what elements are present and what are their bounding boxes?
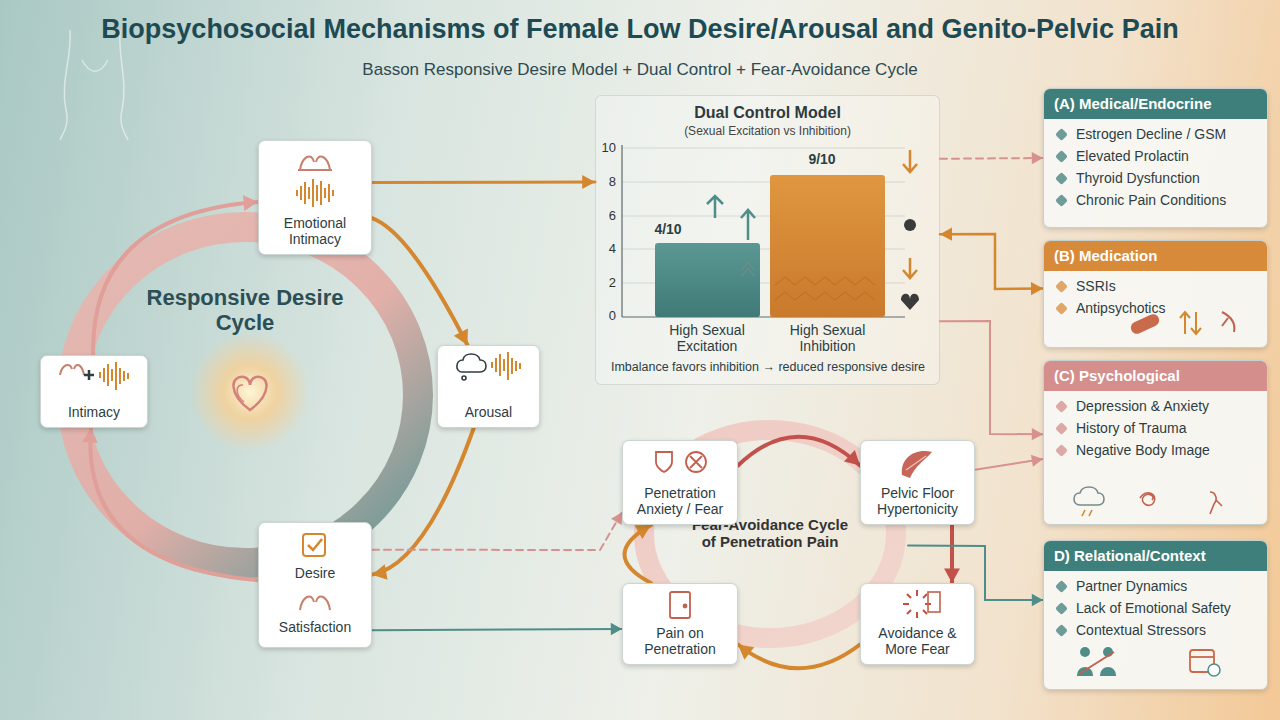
arrow-head [1032,594,1043,606]
axis-tick: 8 [592,175,616,190]
chart-title: Dual Control Model [596,104,939,122]
factor-panel: (B) MedicationSSRIsAntipsychotics [1043,240,1268,348]
heart-glow [190,332,310,452]
factor-item: Thyroid Dysfunction [1044,167,1267,189]
stage-box: Intimacy [40,355,148,428]
node-label: Pain on Penetration [627,625,733,657]
axis-tick: 6 [592,209,616,224]
connector-line [372,512,622,550]
factor-item: Chronic Pain Conditions [1044,189,1267,211]
connector-arrow [372,623,622,635]
stage-box: Penetration Anxiety / Fear [622,440,738,525]
connector-line [940,157,1043,160]
factor-item: Partner Dynamics [1044,575,1267,597]
body-outline [120,30,128,140]
diagram-title: Biopsychosocial Mechanisms of Female Low… [0,14,1280,45]
factor-panel: (A) Medical/EndocrineEstrogen Decline / … [1043,88,1268,228]
heart-glow [190,332,310,452]
arrow-head [582,175,595,189]
arrow-head [944,569,960,583]
body-outline [60,30,70,140]
axis-tick: 10 [592,141,616,156]
stage-box: Pain on Penetration [622,583,738,665]
node-label: Intimacy [68,404,120,420]
panel-heading: D) Relational/Context [1044,541,1267,571]
connector-arrow [372,512,622,550]
panel-heading: (C) Psychological [1044,361,1267,391]
chart-bar [655,243,760,317]
node-label: Pelvic Floor Hypertonicity [865,485,970,517]
axis-tick: 4 [592,242,616,257]
connector-arrow [372,175,595,189]
chart-bar [775,277,875,300]
factor-item: History of Trauma [1044,417,1267,439]
panel-heading: (A) Medical/Endocrine [1044,89,1267,119]
stage-box: Emotional Intimacy [258,140,372,255]
axis-tick: 0 [592,309,616,324]
connector-arrow [944,525,960,583]
bar-value: 9/10 [782,151,862,167]
connector-arrow [940,321,1043,440]
bar-value: 4/10 [628,221,708,237]
node-label: Arousal [465,404,512,420]
heart-glow [237,385,244,402]
stage-box: Avoidance & More Fear [860,583,975,665]
factor-item: Depression & Anxiety [1044,395,1267,417]
connector-line [372,629,622,630]
arrow-head [1032,428,1043,440]
chart-axis [621,145,622,317]
node-label: Desire [295,565,335,581]
arrow-head [243,195,258,211]
connector-line [738,645,860,669]
connector-arrow [940,152,1043,164]
chart-panel: Dual Control Model (Sexual Excitation vs … [595,95,940,385]
axis-category: High Sexual Excitation [652,322,762,354]
arrow-head [1031,282,1043,295]
node-label: Responsive Desire Cycle [115,285,375,336]
arrow-head [1032,152,1043,164]
connector-line [940,234,1043,289]
factor-item: SSRIs [1044,275,1267,297]
chart-bar [770,175,885,317]
factor-panel: (C) PsychologicalDepression & AnxietyHis… [1043,360,1268,525]
arrow-head [611,623,622,635]
arrow-head [372,564,388,580]
body-outline [82,60,108,71]
node-label: (Sexual Excitation vs Inhibition) [596,124,939,138]
chart-note: Imbalance favors inhibition → reduced re… [598,360,938,374]
arrow-head [454,329,468,345]
trend-arrow [742,262,754,276]
arrow-head [1031,455,1043,467]
node-label: Satisfaction [279,619,351,635]
subtitle: Basson Responsive Desire Model + Dual Co… [0,60,1280,80]
node-label: Avoidance & More Fear [865,625,970,657]
connector-line [372,181,595,185]
heart-glow [233,377,266,410]
stage-box: Arousal [437,345,540,428]
body-outline [60,30,128,140]
panel-heading: (B) Medication [1044,241,1267,271]
factor-item: Contextual Stressors [1044,619,1267,641]
axis-category: High Sexual Inhibition [770,322,885,354]
factor-item: Estrogen Decline / GSM [1044,123,1267,145]
arrow-head [611,512,622,525]
factor-panel: D) Relational/ContextPartner DynamicsLac… [1043,540,1268,690]
connector-arrow [975,455,1043,470]
node-label: Emotional Intimacy [263,215,367,247]
factor-item: Antipsychotics [1044,297,1267,319]
axis-tick: 2 [592,276,616,291]
factor-item: Elevated Prolactin [1044,145,1267,167]
stage-box: DesireSatisfaction [258,522,372,648]
connector-arrow [738,645,860,669]
node-label: Penetration Anxiety / Fear [627,485,733,517]
connector-arrow [940,228,1043,296]
connector-line [940,321,1043,434]
arrow-head [940,228,952,241]
trend-arrow [904,219,916,231]
factor-item: Negative Body Image [1044,439,1267,461]
factor-item: Lack of Emotional Safety [1044,597,1267,619]
stage-box: Pelvic Floor Hypertonicity [860,440,975,525]
